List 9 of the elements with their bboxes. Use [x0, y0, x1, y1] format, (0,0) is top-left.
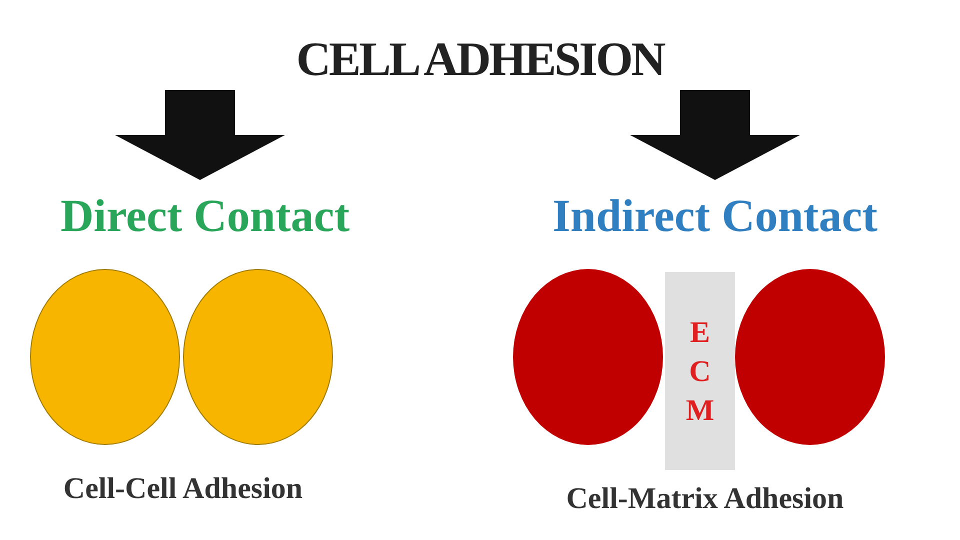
caption-text: Cell-Cell Adhesion [62, 472, 304, 506]
caption-text: Cell-Matrix Adhesion [565, 482, 845, 516]
heading: Indirect Contact [552, 188, 878, 242]
heading: Direct Contact [60, 188, 350, 242]
vertical-label: ECM [685, 314, 715, 428]
block-arrow [115, 90, 285, 180]
title: CELL ADHESION [296, 32, 664, 86]
block-arrow [630, 90, 800, 180]
matrix-band [665, 272, 735, 470]
